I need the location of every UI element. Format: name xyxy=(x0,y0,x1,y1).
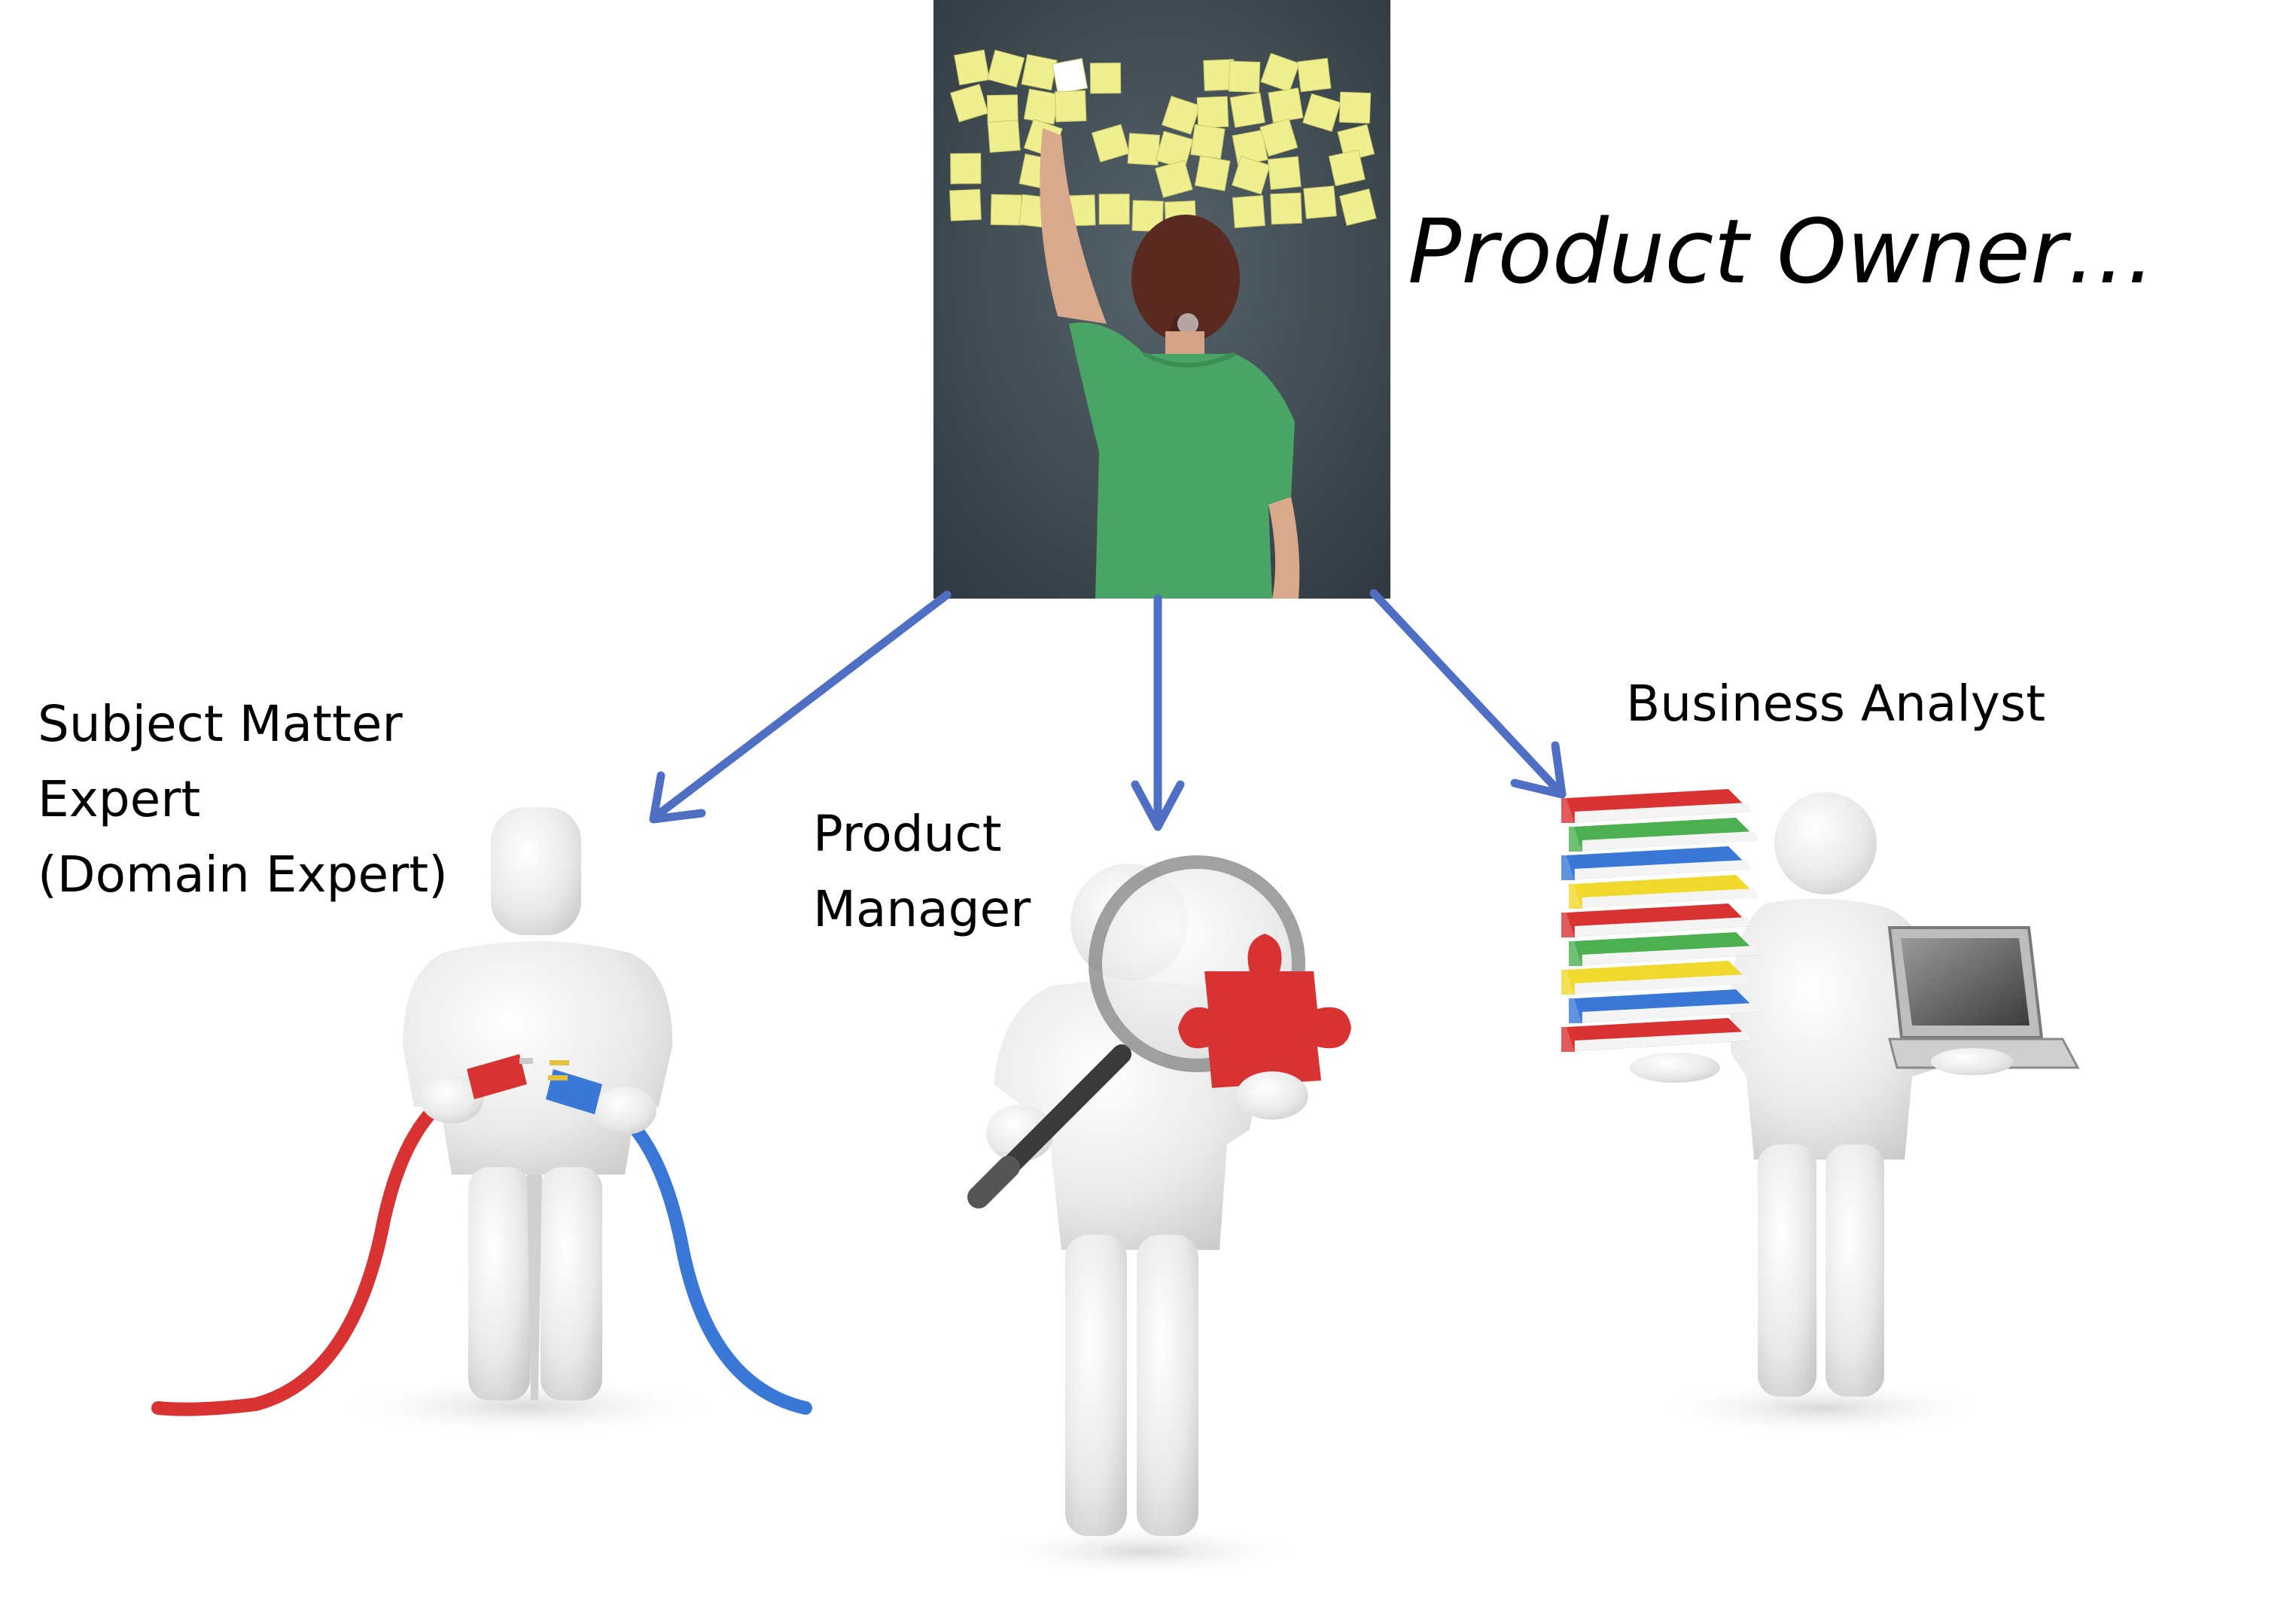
sticky-note xyxy=(987,120,1021,153)
arrow-to-subject-matter-expert xyxy=(650,590,952,821)
sticky-note xyxy=(1228,60,1261,93)
sticky-note xyxy=(954,49,990,86)
label-line: Subject Matter xyxy=(38,695,403,753)
sticky-note xyxy=(1131,200,1164,232)
sticky-note xyxy=(1232,156,1271,195)
sticky-note xyxy=(1338,91,1372,124)
label-line: Expert xyxy=(38,770,201,828)
sticky-note xyxy=(986,49,1025,88)
book xyxy=(1561,789,1751,823)
sticky-note xyxy=(1021,53,1058,91)
sticky-note xyxy=(950,153,982,184)
label-business-analyst: Business Analyst xyxy=(1626,666,2045,742)
book xyxy=(1569,818,1759,852)
sticky-note xyxy=(1127,133,1161,166)
business-analyst-figure xyxy=(1561,789,2080,1437)
sticky-note xyxy=(1190,123,1226,160)
book xyxy=(1561,1018,1751,1052)
book-stack xyxy=(1561,789,1759,1052)
arrow-head-product-manager xyxy=(1131,780,1185,831)
label-line: Business Analyst xyxy=(1626,675,2046,733)
sticky-note xyxy=(1268,87,1304,123)
sticky-note xyxy=(1155,160,1193,198)
sticky-note xyxy=(1303,185,1337,220)
sticky-note xyxy=(1229,92,1265,128)
root-title: Product Owner… xyxy=(1408,200,2156,303)
sticky-note xyxy=(1194,155,1231,191)
arrow-to-business-analyst xyxy=(1369,589,1564,797)
label-line: Product xyxy=(813,805,1002,863)
sticky-note xyxy=(1296,57,1332,93)
label-line: Manager xyxy=(813,880,1031,938)
sticky-note xyxy=(990,194,1022,226)
sticky-note xyxy=(1259,117,1299,157)
book xyxy=(1569,875,1759,909)
sticky-note xyxy=(1302,93,1341,133)
sticky-notes xyxy=(949,49,1377,233)
sticky-note xyxy=(1339,188,1377,227)
label-subject-matter-expert: Subject Matter Expert (Domain Expert) xyxy=(38,687,448,913)
book xyxy=(1561,961,1751,995)
book xyxy=(1569,932,1759,966)
sticky-note xyxy=(1196,96,1229,129)
label-product-manager: Product Manager xyxy=(813,797,1031,947)
sticky-note xyxy=(950,84,989,123)
sticky-note xyxy=(1267,156,1302,190)
sticky-note xyxy=(1052,58,1089,94)
book xyxy=(1561,846,1751,880)
sticky-note xyxy=(1098,194,1130,225)
arrow-head-business-analyst xyxy=(1510,741,1567,799)
book xyxy=(1561,904,1751,937)
sticky-note xyxy=(1089,62,1122,94)
sticky-note xyxy=(1232,195,1265,229)
sticky-note xyxy=(1162,96,1201,135)
sticky-note xyxy=(949,189,982,221)
arrow-head-subject-matter-expert xyxy=(649,771,706,824)
connector-arrows xyxy=(649,589,1567,831)
book xyxy=(1569,989,1759,1023)
sticky-note xyxy=(1023,88,1060,125)
sticky-note xyxy=(1260,53,1300,93)
sticky-note xyxy=(1091,123,1130,163)
product-manager-figure xyxy=(967,855,1351,1577)
sticky-note xyxy=(1270,192,1302,225)
product-owner-photo xyxy=(933,0,1390,599)
label-line: (Domain Expert) xyxy=(38,846,448,904)
sticky-note xyxy=(1328,149,1366,187)
sticky-note xyxy=(1054,90,1087,123)
subject-matter-expert-figure xyxy=(151,807,812,1437)
